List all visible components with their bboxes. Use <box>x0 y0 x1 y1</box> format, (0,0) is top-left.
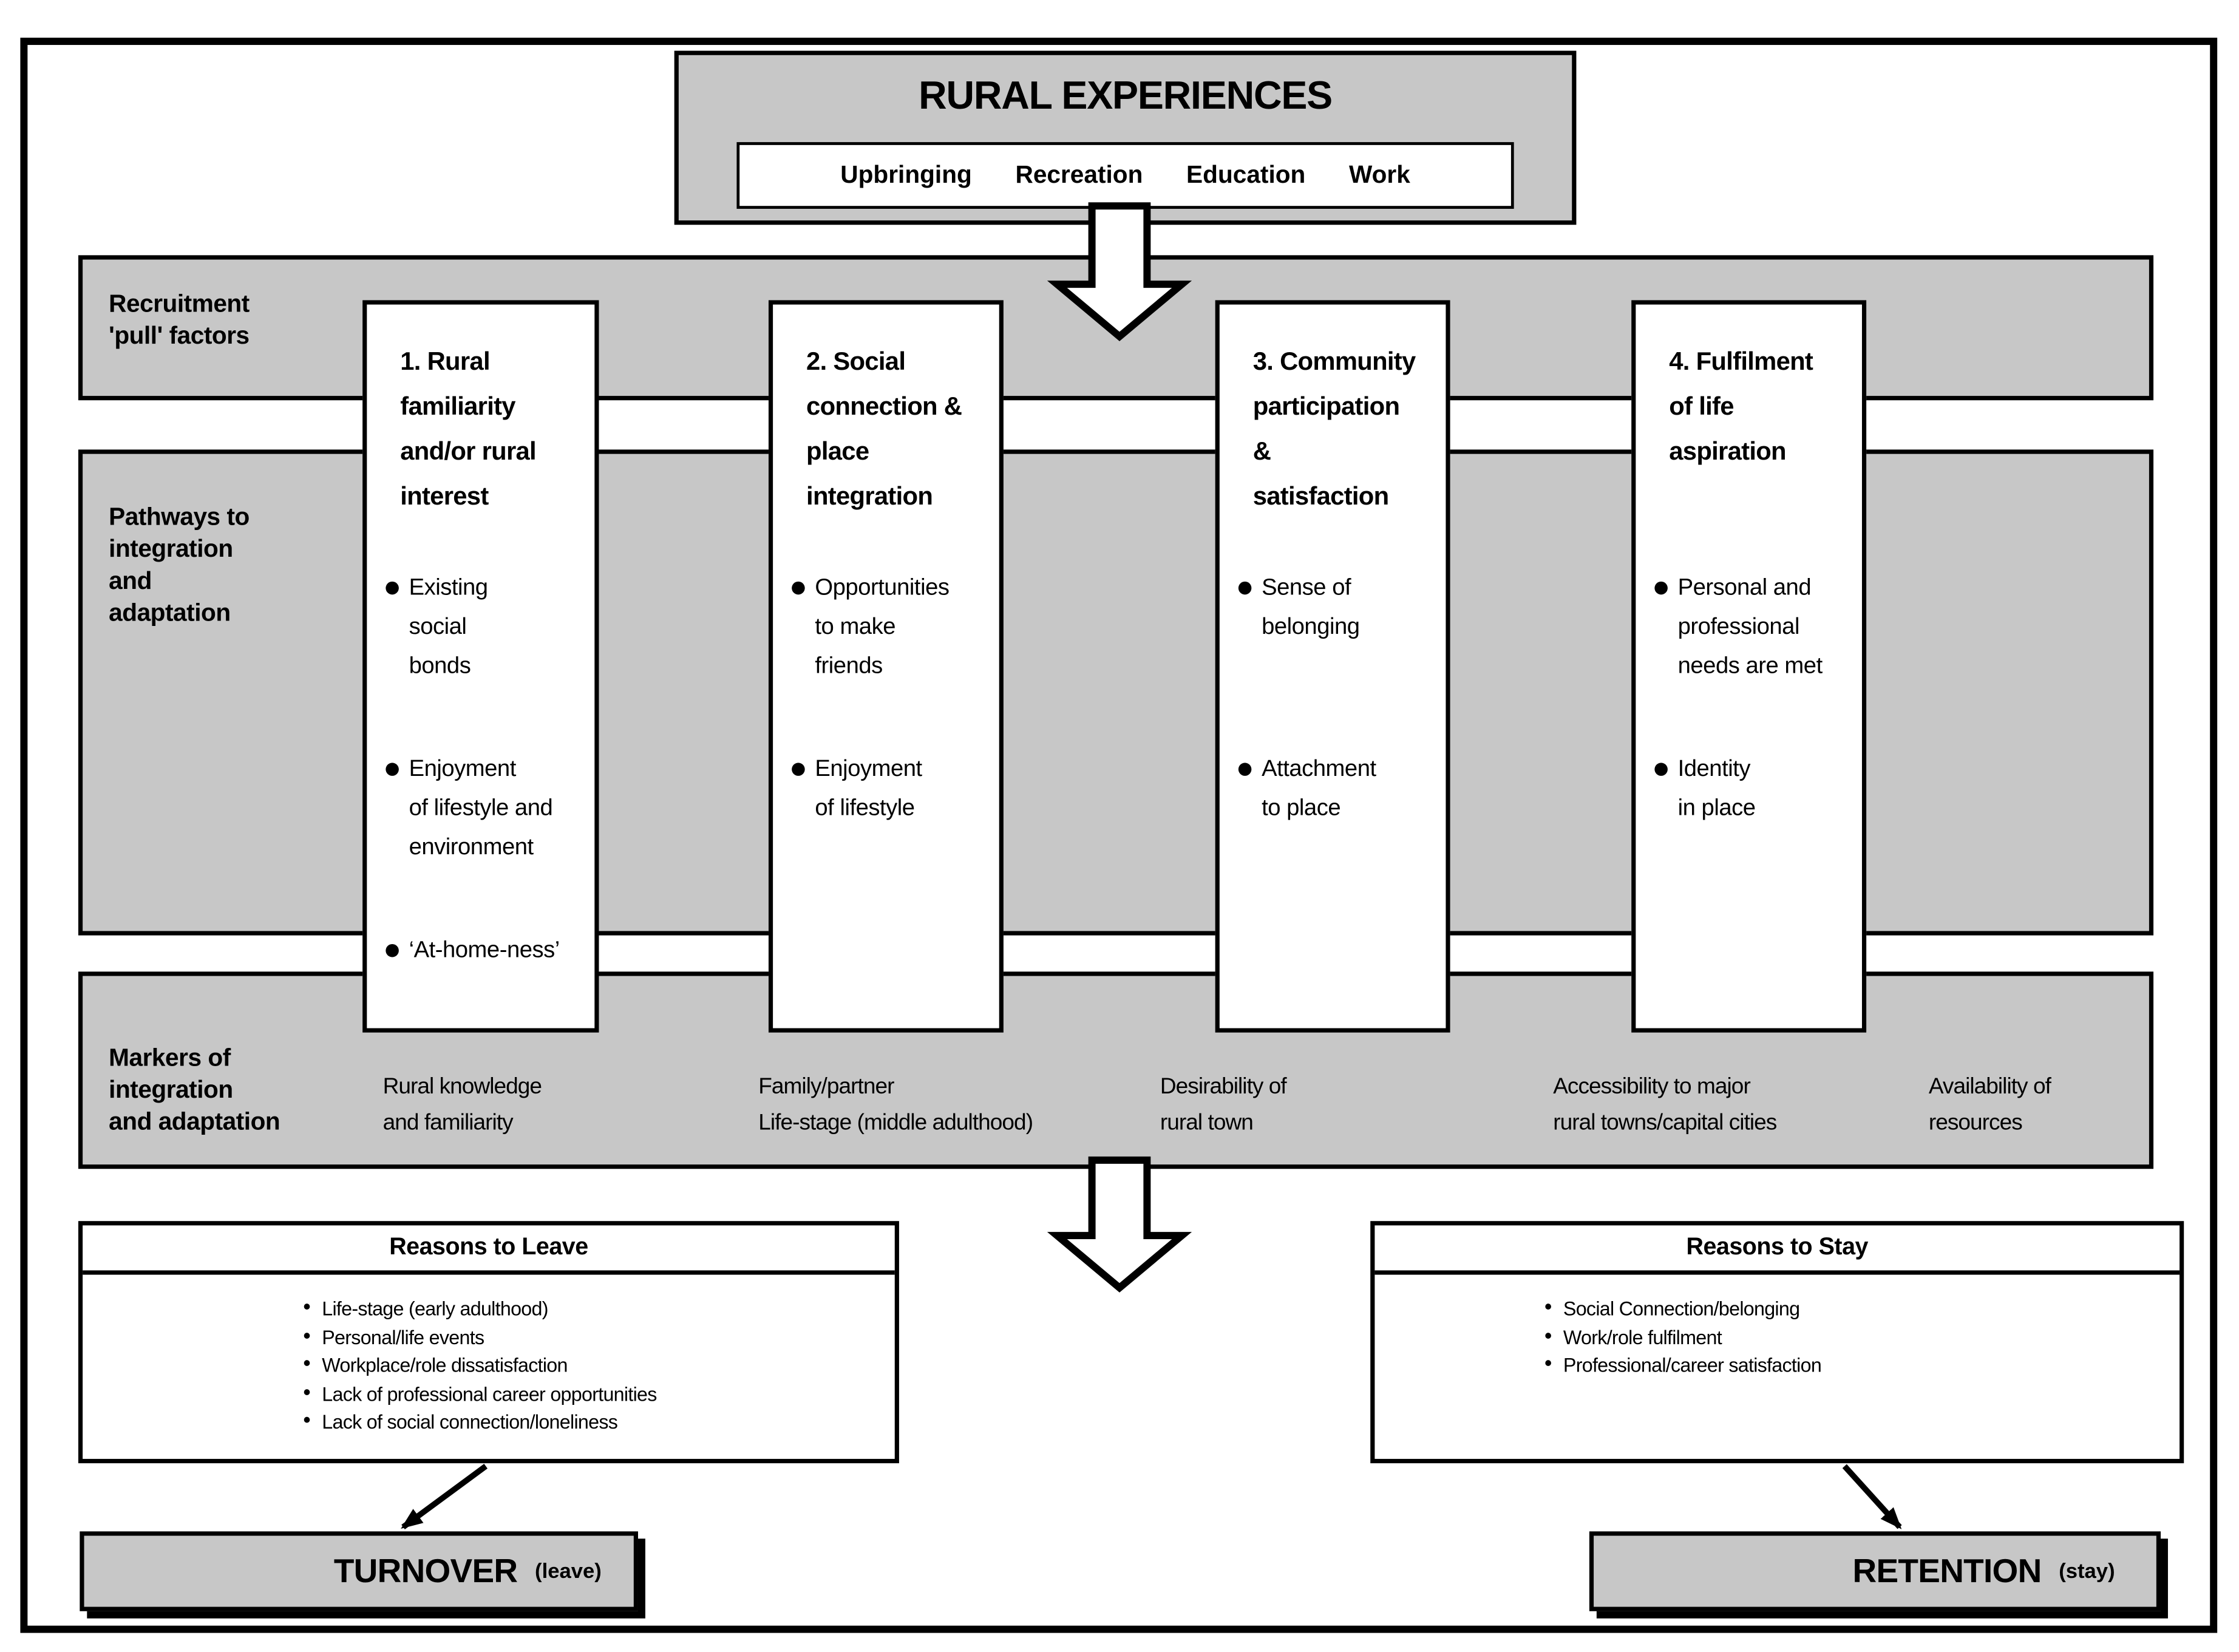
retention-box: RETENTION (stay) <box>1589 1531 2161 1611</box>
retention-qualifier: (stay) <box>2059 1559 2115 1583</box>
column-1-bullet: Enjoyment of lifestyle and environment <box>386 750 588 867</box>
column-2-title: 2. Social connection & place integration <box>806 346 962 511</box>
pathways-band-label: Pathways to integration and adaptation <box>109 503 250 627</box>
column-life-aspiration: 4. Fulfilment of life aspiration Persona… <box>1631 300 1867 1033</box>
reason-to-stay-item: Social Connection/belonging <box>1544 1294 2180 1324</box>
marker-availability: Availability of resources <box>1928 1074 2051 1136</box>
experience-types-box: Upbringing Recreation Education Work <box>736 142 1514 209</box>
reasons-to-stay-box: Reasons to Stay Social Connection/belong… <box>1370 1221 2184 1464</box>
retention-label: RETENTION <box>1852 1551 2042 1589</box>
column-1-bullet: ‘At-home-ness’ <box>386 931 588 970</box>
rural-experiences-title: RURAL EXPERIENCES <box>919 73 1333 118</box>
reasons-to-leave-list: Life-stage (early adulthood) Personal/li… <box>83 1294 895 1436</box>
column-1-bullet: Existing social bonds <box>386 568 588 685</box>
reason-to-leave-item: Lack of social connection/loneliness <box>303 1407 895 1436</box>
reason-to-stay-item: Work/role fulfilment <box>1544 1322 2180 1352</box>
marker-desirability: Desirability of rural town <box>1160 1074 1287 1136</box>
recruitment-band-label: Recruitment 'pull' factors <box>109 290 250 350</box>
reason-to-leave-item: Workplace/role dissatisfaction <box>303 1350 895 1380</box>
reason-to-leave-item: Personal/life events <box>303 1322 895 1352</box>
turnover-box: TURNOVER (leave) <box>80 1531 638 1611</box>
experience-type-work: Work <box>1348 161 1410 189</box>
column-2-bullet: Opportunities to make friends <box>792 568 993 685</box>
column-4-bullet: Personal and professional needs are met <box>1654 568 1856 685</box>
column-3-bullet: Attachment to place <box>1238 750 1440 828</box>
marker-rural-knowledge: Rural knowledge and familiarity <box>382 1074 542 1136</box>
turnover-qualifier: (leave) <box>535 1559 602 1583</box>
reasons-to-stay-list: Social Connection/belonging Work/role fu… <box>1374 1294 2180 1380</box>
reasons-to-leave-title: Reasons to Leave <box>83 1225 895 1275</box>
marker-accessibility: Accessibility to major rural towns/capit… <box>1553 1074 1777 1136</box>
column-1-title: 1. Rural familiarity and/or rural intere… <box>400 346 536 511</box>
marker-family-partner: Family/partner Life-stage (middle adulth… <box>758 1074 1033 1136</box>
experience-type-recreation: Recreation <box>1015 161 1143 189</box>
reason-to-stay-item: Professional/career satisfaction <box>1544 1350 2180 1380</box>
column-community-participation: 3. Community participation & satisfactio… <box>1215 300 1450 1033</box>
experience-type-education: Education <box>1186 161 1306 189</box>
column-4-title: 4. Fulfilment of life aspiration <box>1669 346 1813 466</box>
column-4-bullet: Identity in place <box>1654 750 1856 828</box>
reason-to-leave-item: Life-stage (early adulthood) <box>303 1294 895 1324</box>
rural-experiences-box: RURAL EXPERIENCES Upbringing Recreation … <box>674 50 1577 225</box>
experience-type-upbringing: Upbringing <box>840 161 972 189</box>
column-social-connection: 2. Social connection & place integration… <box>768 300 1004 1033</box>
column-rural-familiarity: 1. Rural familiarity and/or rural intere… <box>362 300 599 1033</box>
reason-to-leave-item: Lack of professional career opportunitie… <box>303 1378 895 1409</box>
reasons-to-stay-title: Reasons to Stay <box>1374 1225 2180 1275</box>
column-3-bullet: Sense of belonging <box>1238 568 1440 647</box>
column-3-title: 3. Community participation & satisfactio… <box>1252 346 1416 511</box>
turnover-label: TURNOVER <box>333 1551 518 1589</box>
markers-band-label: Markers of integration and adaptation <box>109 1044 280 1136</box>
reasons-to-leave-box: Reasons to Leave Life-stage (early adult… <box>78 1221 899 1464</box>
column-2-bullet: Enjoyment of lifestyle <box>792 750 993 828</box>
